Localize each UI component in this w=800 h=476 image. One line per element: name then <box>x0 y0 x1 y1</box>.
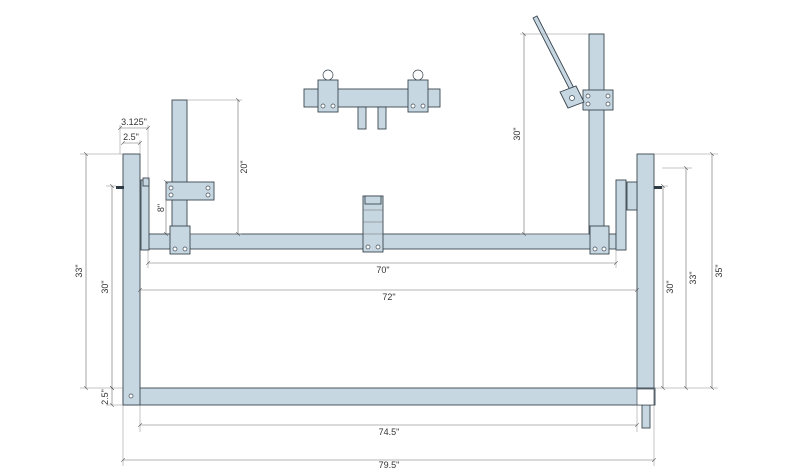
right-clamp-hole-2 <box>585 101 591 107</box>
dim-right-33: 33" <box>688 271 698 284</box>
top-mount-hole-1 <box>320 103 326 109</box>
lever-handle <box>532 15 577 95</box>
right-pin <box>654 186 662 189</box>
right-corner-block <box>636 388 655 406</box>
left-pin <box>116 186 124 189</box>
lever-pivot <box>569 95 575 101</box>
right-upright <box>636 153 655 389</box>
center-clamp-hole-1 <box>365 244 371 250</box>
left-corner-bolt <box>128 393 134 399</box>
right-arm-clamp <box>582 89 614 111</box>
right-base-hole-2 <box>601 246 607 252</box>
dim-top-3-125: 3.125" <box>121 117 147 127</box>
dim-top-2-5: 2.5" <box>123 132 139 142</box>
dim-70: 70" <box>376 265 389 275</box>
top-mount-tab-right <box>377 106 387 130</box>
dim-arm-20: 20" <box>239 160 249 173</box>
right-arm-tube <box>588 33 605 235</box>
left-sleeve <box>140 179 150 251</box>
dim-72: 72" <box>382 292 395 302</box>
dim-left-30: 30" <box>100 280 110 293</box>
dim-left-33: 33" <box>74 264 84 277</box>
dim-arm-30: 30" <box>512 127 522 140</box>
dim-74-5: 74.5" <box>379 427 400 437</box>
left-clamp-hole-1 <box>168 185 174 191</box>
dim-clamp-8: 8" <box>156 204 166 212</box>
right-sleeve-cap <box>626 181 638 211</box>
left-arm-assembly <box>165 99 215 255</box>
dim-left-2-5: 2.5" <box>100 389 110 405</box>
right-clamp-hole-1 <box>585 93 591 99</box>
main-frame <box>122 153 656 429</box>
top-mount-hole-4 <box>420 103 426 109</box>
right-clamp-hole-4 <box>605 101 611 107</box>
top-mount-hole-2 <box>330 103 336 109</box>
dim-right-30: 30" <box>665 280 675 293</box>
dimension-labels: 79.5" 74.5" 72" 70" 3.125" 2.5" 33" 30" … <box>74 117 724 470</box>
dim-79-5: 79.5" <box>379 460 400 470</box>
left-clamp-hole-4 <box>205 192 211 198</box>
right-arm-assembly <box>532 15 614 255</box>
right-clamp-hole-3 <box>605 93 611 99</box>
top-mount-tab-left <box>357 106 367 130</box>
right-sleeve <box>615 179 627 251</box>
dim-right-35: 35" <box>714 264 724 277</box>
left-base-hole-1 <box>172 246 178 252</box>
dimension-lines <box>80 34 718 466</box>
center-clamp-hole-2 <box>375 244 381 250</box>
left-arm-clamp <box>165 181 215 201</box>
left-arm-tube <box>171 99 188 235</box>
top-mount-bracket <box>303 69 441 130</box>
left-sleeve-cap <box>142 177 150 187</box>
top-mount-left-knob <box>322 69 334 81</box>
left-clamp-hole-2 <box>168 192 174 198</box>
left-clamp-hole-3 <box>205 185 211 191</box>
left-base-hole-2 <box>182 246 188 252</box>
right-base-hole-1 <box>592 246 598 252</box>
center-clamp <box>362 195 384 253</box>
center-clamp-top <box>364 195 382 205</box>
bottom-beam <box>122 387 656 406</box>
top-mount-hole-3 <box>410 103 416 109</box>
top-mount-right-knob <box>412 69 424 81</box>
left-upright <box>122 153 141 406</box>
right-foot <box>641 404 651 429</box>
